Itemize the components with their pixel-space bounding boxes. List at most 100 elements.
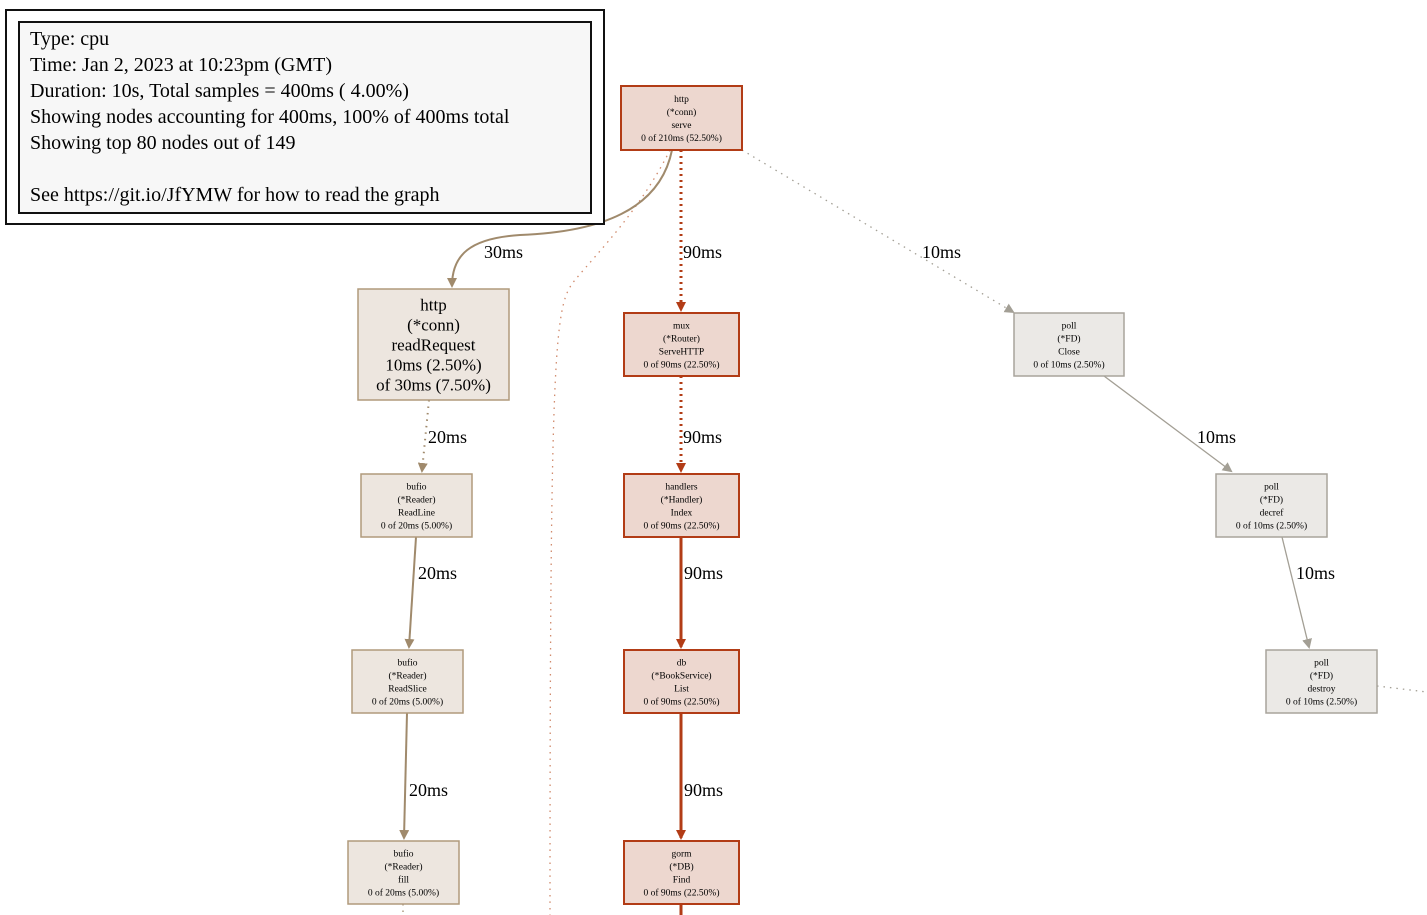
node-line: 0 of 90ms (22.50%) bbox=[644, 696, 720, 707]
node-line: (*conn) bbox=[667, 107, 697, 118]
node-line: Close bbox=[1058, 347, 1080, 357]
node-box bbox=[620, 85, 743, 151]
edge-bufio_ReadSlice-to-bufio_fill: 20ms bbox=[399, 712, 448, 840]
node-line: 0 of 90ms (22.50%) bbox=[644, 520, 720, 531]
legend-showing: Showing nodes accounting for 400ms, 100%… bbox=[30, 106, 510, 128]
node-mux_ServeHTTP[interactable]: mux (*Router) ServeHTTP 0 of 90ms (22.50%) bbox=[623, 312, 740, 377]
node-line: ReadSlice bbox=[388, 684, 427, 694]
node-line: mux bbox=[673, 321, 690, 331]
node-bufio_ReadLine[interactable]: bufio (*Reader) ReadLine 0 of 20ms (5.00%) bbox=[360, 473, 473, 538]
edge-line bbox=[447, 149, 673, 288]
node-line: (*BookService) bbox=[651, 670, 711, 681]
node-line: fill bbox=[398, 874, 409, 885]
node-line: (*FD) bbox=[1260, 494, 1283, 505]
node-line: (*Reader) bbox=[398, 494, 436, 505]
node-line: 0 of 90ms (22.50%) bbox=[644, 359, 720, 370]
edge-label: 10ms bbox=[1197, 427, 1236, 447]
node-line: poll bbox=[1314, 658, 1329, 668]
node-line: (*Reader) bbox=[385, 861, 423, 872]
legend-box: Type: cpu Time: Jan 2, 2023 at 10:23pm (… bbox=[5, 9, 605, 225]
legend-spacer bbox=[30, 156, 590, 182]
node-line: db bbox=[677, 658, 687, 668]
edge-http_serve-to-mux_ServeHTTP: 90ms bbox=[676, 150, 722, 312]
node-box bbox=[1013, 312, 1125, 377]
node-box bbox=[360, 473, 473, 538]
node-line: gorm bbox=[671, 849, 692, 859]
edge-http_readRequest-to-bufio_ReadLine: 20ms bbox=[417, 399, 467, 473]
node-line: List bbox=[674, 684, 689, 694]
node-line: 0 of 210ms (52.50%) bbox=[641, 133, 722, 144]
edge-label: 20ms bbox=[428, 427, 467, 447]
node-line: (*Reader) bbox=[389, 670, 427, 681]
faint-edges bbox=[402, 149, 1427, 915]
edge-line bbox=[1103, 375, 1233, 473]
legend-help-link[interactable]: See https://git.io/JfYMW for how to read… bbox=[30, 184, 440, 206]
edge-http_serve-to-poll_Close: 10ms bbox=[741, 149, 1015, 314]
node-line: Index bbox=[671, 508, 693, 518]
node-box bbox=[623, 840, 740, 905]
node-line: (*DB) bbox=[669, 861, 693, 872]
node-http_serve[interactable]: http (*conn) serve 0 of 210ms (52.50%) bbox=[620, 85, 743, 151]
node-line: ReadLine bbox=[398, 508, 435, 518]
edge-label: 10ms bbox=[1296, 563, 1335, 583]
faint-edge-destroy-out bbox=[1376, 685, 1427, 693]
edge-line bbox=[404, 536, 417, 649]
edge-label: 90ms bbox=[683, 427, 722, 447]
node-box bbox=[623, 312, 740, 377]
node-line: 10ms (2.50%) bbox=[385, 355, 481, 374]
node-box bbox=[1215, 473, 1328, 538]
node-box bbox=[623, 649, 740, 714]
edges-layer: 30ms 90ms 10ms 90ms 20ms 10ms 20ms 90ms 10ms 20ms… bbox=[399, 149, 1335, 840]
node-box bbox=[1265, 649, 1378, 714]
nodes-layer: http (*conn) serve 0 of 210ms (52.50%) http(… bbox=[347, 85, 1378, 905]
node-handlers_Index[interactable]: handlers (*Handler) Index 0 of 90ms (22.50%… bbox=[623, 473, 740, 538]
node-db_List[interactable]: db (*BookService) List 0 of 90ms (22.50%) bbox=[623, 649, 740, 714]
node-line: ServeHTTP bbox=[659, 347, 704, 357]
edge-poll_decref-to-poll_destroy: 10ms bbox=[1281, 536, 1335, 649]
node-line: bufio bbox=[406, 481, 426, 492]
node-line: 0 of 10ms (2.50%) bbox=[1236, 520, 1307, 531]
edge-mux_ServeHTTP-to-handlers_Index: 90ms bbox=[676, 376, 722, 473]
node-line: 0 of 10ms (2.50%) bbox=[1286, 696, 1357, 707]
node-line: (*Router) bbox=[663, 333, 700, 344]
node-bufio_ReadSlice[interactable]: bufio (*Reader) ReadSlice 0 of 20ms (5.00%) bbox=[351, 649, 464, 714]
edge-handlers_Index-to-db_List: 90ms bbox=[676, 537, 723, 649]
edge-bufio_ReadLine-to-bufio_ReadSlice: 20ms bbox=[404, 536, 457, 649]
node-line: 0 of 20ms (5.00%) bbox=[381, 520, 452, 531]
legend-duration: Duration: 10s, Total samples = 400ms ( 4… bbox=[30, 80, 409, 102]
edge-line bbox=[399, 712, 410, 840]
node-line: bufio bbox=[397, 657, 417, 668]
edge-label: 90ms bbox=[683, 242, 722, 262]
edge-label: 10ms bbox=[922, 242, 961, 262]
edge-line bbox=[417, 399, 430, 473]
node-box bbox=[351, 649, 464, 714]
legend-time: Time: Jan 2, 2023 at 10:23pm (GMT) bbox=[30, 54, 333, 76]
edge-http_serve-to-http_readRequest: 30ms bbox=[447, 149, 673, 288]
node-line: handlers bbox=[665, 482, 697, 492]
edge-line bbox=[741, 149, 1015, 314]
edge-label: 20ms bbox=[418, 563, 457, 583]
node-line: http bbox=[674, 95, 689, 105]
node-box bbox=[623, 473, 740, 538]
node-line: decref bbox=[1260, 507, 1285, 518]
node-line: (*FD) bbox=[1057, 333, 1080, 344]
edge-label: 90ms bbox=[684, 780, 723, 800]
edge-db_List-to-gorm_Find: 90ms bbox=[676, 713, 723, 840]
node-line: (*Handler) bbox=[661, 494, 703, 505]
node-line: poll bbox=[1062, 321, 1077, 331]
edge-label: 30ms bbox=[484, 242, 523, 262]
edge-label: 20ms bbox=[409, 780, 448, 800]
legend-inner: Type: cpu Time: Jan 2, 2023 at 10:23pm (… bbox=[18, 21, 592, 214]
node-line: of 30ms (7.50%) bbox=[376, 375, 491, 394]
node-line: serve bbox=[671, 121, 691, 131]
edge-poll_Close-to-poll_decref: 10ms bbox=[1103, 375, 1236, 473]
node-line: 0 of 20ms (5.00%) bbox=[372, 696, 443, 707]
node-box bbox=[347, 840, 460, 905]
